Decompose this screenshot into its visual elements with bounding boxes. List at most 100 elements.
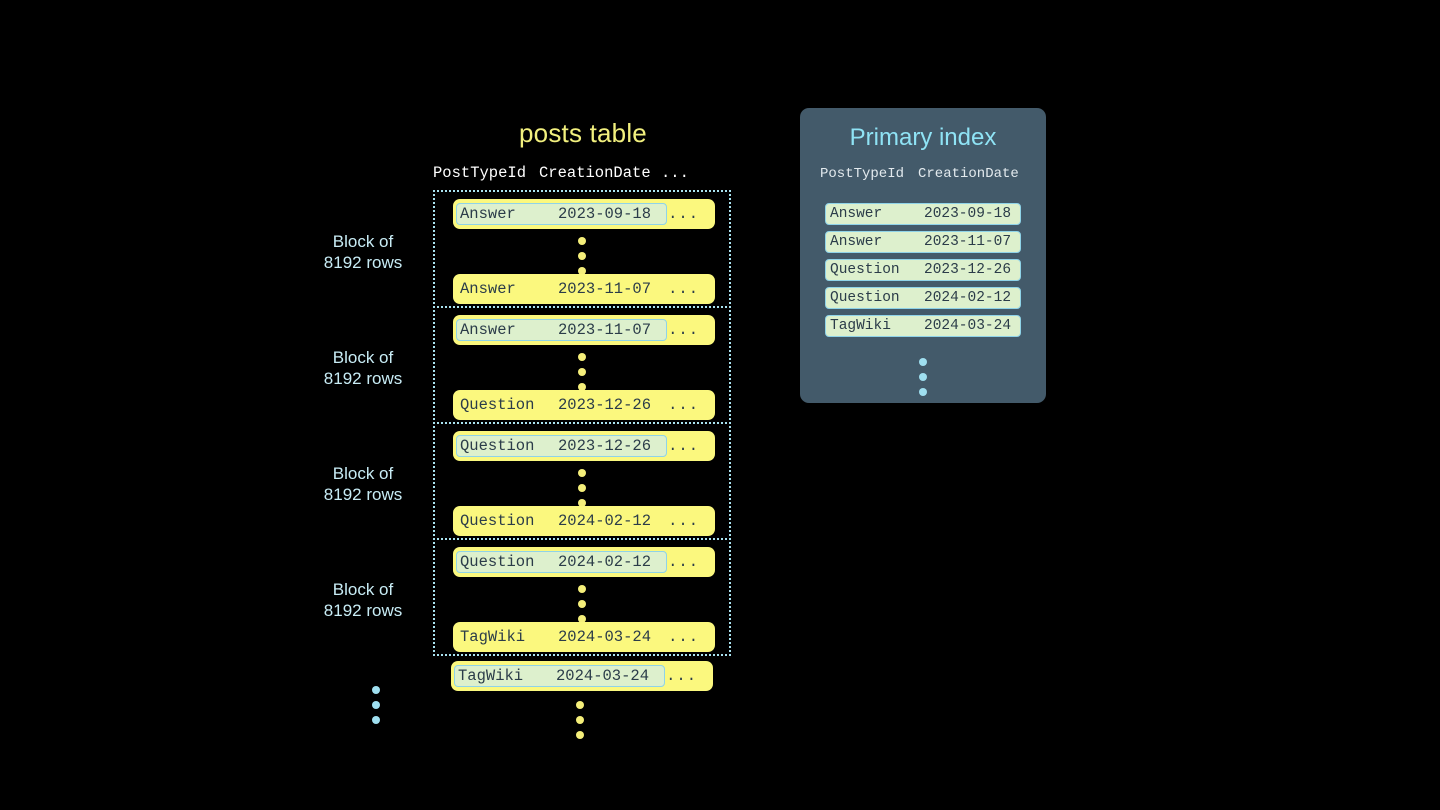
block-4: Question 2024-02-12 ... TagWiki 2024-03-… xyxy=(433,538,731,656)
block-label-line-1: Block of xyxy=(332,464,394,483)
primary-index-column-headers: PostTypeId CreationDate xyxy=(820,166,1026,182)
row-cells: TagWiki 2024-03-24 xyxy=(456,626,667,648)
cell-posttypeid: Question xyxy=(460,437,535,455)
posts-table-title: posts table xyxy=(519,118,647,148)
row-ellipsis-dots xyxy=(576,469,588,507)
cell-creationdate: 2024-03-24 xyxy=(556,667,650,685)
block-label-line-1: Block of xyxy=(332,348,394,367)
dot xyxy=(578,252,586,260)
dot xyxy=(919,358,927,366)
block-2: Answer 2023-11-07 ... Question 2023-12-2… xyxy=(433,306,731,424)
index-cell-creationdate: 2023-11-07 xyxy=(924,234,1012,250)
block-label-1: Block of 8192 rows xyxy=(288,231,438,273)
cell-creationdate: 2024-03-24 xyxy=(558,628,652,646)
index-cell-posttypeid: Question xyxy=(830,262,900,278)
row-highlight-box: Answer 2023-11-07 xyxy=(456,319,667,341)
dot xyxy=(919,388,927,396)
row-ellipsis-dots xyxy=(576,237,588,275)
dot xyxy=(578,600,586,608)
posts-table-column-headers: PostTypeId CreationDate ... xyxy=(433,164,715,182)
row-highlight-box: Question 2023-12-26 xyxy=(456,435,667,457)
dot xyxy=(578,353,586,361)
cell-more: ... xyxy=(668,205,699,223)
dot xyxy=(919,373,927,381)
index-cell-creationdate: 2024-02-12 xyxy=(924,290,1012,306)
row-cells: Answer 2023-11-07 xyxy=(456,278,667,300)
cell-creationdate: 2023-11-07 xyxy=(558,321,652,339)
block-3: Question 2023-12-26 ... Question 2024-02… xyxy=(433,422,731,540)
cell-posttypeid: TagWiki xyxy=(460,628,526,646)
index-cell-posttypeid: Answer xyxy=(830,206,883,222)
cell-more: ... xyxy=(668,512,699,530)
block-label-line-1: Block of xyxy=(332,580,394,599)
table-row: Answer 2023-11-07 ... xyxy=(453,315,715,345)
table-bottom-ellipsis-dots xyxy=(574,701,586,739)
block-label-2: Block of 8192 rows xyxy=(288,347,438,389)
cell-posttypeid: TagWiki xyxy=(458,667,524,685)
block-label-line-1: Block of xyxy=(332,232,394,251)
index-cell-posttypeid: Question xyxy=(830,290,900,306)
primary-index-panel: Primary index PostTypeId CreationDate An… xyxy=(800,108,1046,403)
index-entry: Answer 2023-11-07 xyxy=(825,231,1021,253)
cell-creationdate: 2023-11-07 xyxy=(558,280,652,298)
dot xyxy=(578,484,586,492)
primary-index-ellipsis-dots xyxy=(800,358,1046,396)
table-row: TagWiki 2024-03-24 ... xyxy=(451,661,713,691)
cell-more: ... xyxy=(668,280,699,298)
row-ellipsis-dots xyxy=(576,585,588,623)
block-label-line-2: 8192 rows xyxy=(323,253,403,272)
row-ellipsis-dots xyxy=(576,353,588,391)
cell-more: ... xyxy=(668,396,699,414)
index-entry: Answer 2023-09-18 xyxy=(825,203,1021,225)
cell-more: ... xyxy=(668,628,699,646)
block-label-4: Block of 8192 rows xyxy=(288,579,438,621)
cell-posttypeid: Answer xyxy=(460,280,516,298)
index-column-header-posttypeid: PostTypeId xyxy=(820,166,905,182)
cell-posttypeid: Answer xyxy=(460,205,516,223)
cell-posttypeid: Question xyxy=(460,512,535,530)
index-cell-creationdate: 2024-03-24 xyxy=(924,318,1012,334)
cell-more: ... xyxy=(668,553,699,571)
index-cell-creationdate: 2023-12-26 xyxy=(924,262,1012,278)
cell-more: ... xyxy=(668,437,699,455)
cell-creationdate: 2023-12-26 xyxy=(558,437,652,455)
cell-more: ... xyxy=(666,667,697,685)
primary-index-title: Primary index xyxy=(849,124,997,151)
index-entry: Question 2024-02-12 xyxy=(825,287,1021,309)
column-header-posttypeid: PostTypeId xyxy=(433,164,527,182)
table-row: Question 2023-12-26 ... xyxy=(453,390,715,420)
index-cell-creationdate: 2023-09-18 xyxy=(924,206,1012,222)
dot xyxy=(578,615,586,623)
dot xyxy=(578,499,586,507)
table-row: Question 2024-02-12 ... xyxy=(453,506,715,536)
row-highlight-box: Question 2024-02-12 xyxy=(456,551,667,573)
row-highlight-box: Answer 2023-09-18 xyxy=(456,203,667,225)
row-cells: Question 2023-12-26 xyxy=(456,394,667,416)
row-highlight-box: TagWiki 2024-03-24 xyxy=(454,665,665,687)
index-cell-posttypeid: Answer xyxy=(830,234,883,250)
dot xyxy=(372,701,380,709)
cell-creationdate: 2023-12-26 xyxy=(558,396,652,414)
dot xyxy=(372,716,380,724)
index-entry: TagWiki 2024-03-24 xyxy=(825,315,1021,337)
dot xyxy=(578,237,586,245)
cell-posttypeid: Answer xyxy=(460,321,516,339)
column-header-creationdate: CreationDate xyxy=(539,164,651,182)
dot xyxy=(576,716,584,724)
cell-more: ... xyxy=(668,321,699,339)
block-label-line-2: 8192 rows xyxy=(323,601,403,620)
index-cell-posttypeid: TagWiki xyxy=(830,318,891,334)
primary-index-entries: Answer 2023-09-18 Answer 2023-11-07 Ques… xyxy=(825,203,1021,337)
cell-creationdate: 2023-09-18 xyxy=(558,205,652,223)
cell-posttypeid: Question xyxy=(460,396,535,414)
cell-creationdate: 2024-02-12 xyxy=(558,553,652,571)
table-row: Answer 2023-09-18 ... xyxy=(453,199,715,229)
block-label-3: Block of 8192 rows xyxy=(288,463,438,505)
column-header-more: ... xyxy=(661,164,689,182)
blocks-continue-ellipsis-dots xyxy=(370,686,382,724)
dot xyxy=(576,701,584,709)
block-1: Answer 2023-09-18 ... Answer 2023-11-07 … xyxy=(433,190,731,308)
dot xyxy=(578,469,586,477)
cell-posttypeid: Question xyxy=(460,553,535,571)
index-column-header-creationdate: CreationDate xyxy=(918,166,1019,182)
